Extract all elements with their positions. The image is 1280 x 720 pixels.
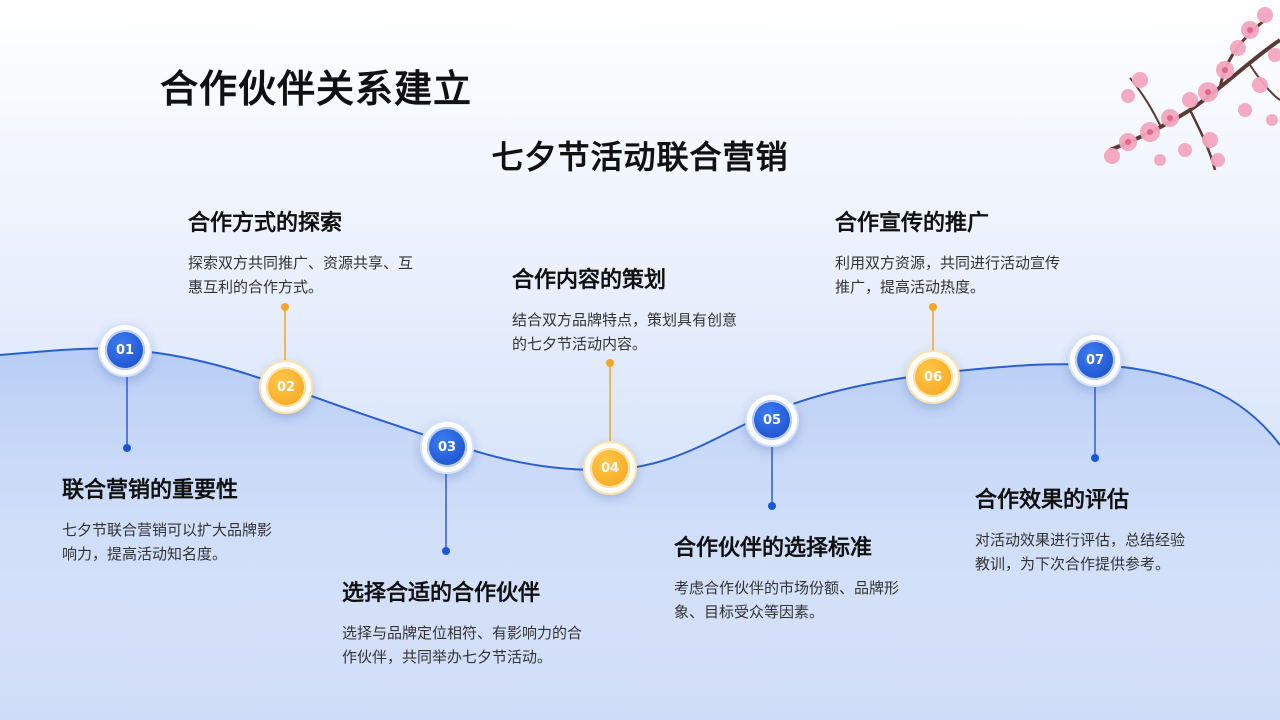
- page-title: 合作伙伴关系建立: [160, 67, 473, 111]
- connector-01: [123, 375, 131, 452]
- step-02: 合作方式的探索 探索双方共同推广、资源共享、互 惠互利的合作方式。: [188, 205, 413, 299]
- step-number-07: 07: [1075, 340, 1115, 380]
- step-number-02: 02: [266, 367, 306, 407]
- step-04: 合作内容的策划 结合双方品牌特点，策划具有创意 的七夕节活动内容。: [512, 262, 737, 356]
- step-07: 合作效果的评估 对活动效果进行评估，总结经验 教训，为下次合作提供参考。: [975, 482, 1185, 576]
- step-desc-05: 考虑合作伙伴的市场份额、品牌形 象、目标受众等因素。: [674, 579, 900, 621]
- connector-07: [1091, 385, 1099, 462]
- step-title-05: 合作伙伴的选择标准: [674, 536, 873, 561]
- step-node-03: 03: [420, 420, 474, 474]
- connector-04: [606, 359, 614, 443]
- step-node-06: 06: [906, 350, 960, 404]
- step-node-02: 02: [259, 360, 313, 414]
- step-number-04: 04: [590, 448, 630, 488]
- step-node-04: 04: [583, 441, 637, 495]
- step-03: 选择合适的合作伙伴 选择与品牌定位相符、有影响力的合 作伙伴，共同举办七夕节活动…: [342, 575, 582, 669]
- cherry-blossom-illustration: [1104, 7, 1280, 171]
- step-number-06: 06: [913, 357, 953, 397]
- step-number-01: 01: [105, 330, 145, 370]
- step-title-04: 合作内容的策划: [512, 268, 667, 293]
- step-number-03: 03: [427, 427, 467, 467]
- step-desc-04: 结合双方品牌特点，策划具有创意 的七夕节活动内容。: [512, 311, 738, 353]
- connector-06: [929, 303, 937, 352]
- step-title-06: 合作宣传的推广: [835, 211, 990, 236]
- step-desc-07: 对活动效果进行评估，总结经验 教训，为下次合作提供参考。: [975, 531, 1186, 573]
- step-number-05: 05: [752, 400, 792, 440]
- connector-02: [281, 303, 289, 362]
- connector-05: [768, 445, 776, 510]
- step-desc-01: 七夕节联合营销可以扩大品牌影 响力，提高活动知名度。: [62, 521, 273, 563]
- step-desc-06: 利用双方资源，共同进行活动宣传 推广，提高活动热度。: [835, 254, 1061, 296]
- step-node-05: 05: [745, 393, 799, 447]
- step-desc-02: 探索双方共同推广、资源共享、互 惠互利的合作方式。: [188, 254, 414, 296]
- connector-03: [442, 472, 450, 555]
- step-title-03: 选择合适的合作伙伴: [342, 581, 541, 606]
- step-title-01: 联合营销的重要性: [62, 478, 239, 503]
- step-desc-03: 选择与品牌定位相符、有影响力的合 作伙伴，共同举办七夕节活动。: [342, 624, 583, 666]
- step-title-02: 合作方式的探索: [188, 211, 343, 236]
- page-subtitle: 七夕节活动联合营销: [491, 138, 789, 176]
- step-title-07: 合作效果的评估: [975, 488, 1130, 513]
- step-05: 合作伙伴的选择标准 考虑合作伙伴的市场份额、品牌形 象、目标受众等因素。: [674, 530, 899, 624]
- step-node-07: 07: [1068, 333, 1122, 387]
- step-06: 合作宣传的推广 利用双方资源，共同进行活动宣传 推广，提高活动热度。: [835, 205, 1060, 299]
- step-01: 联合营销的重要性 七夕节联合营销可以扩大品牌影 响力，提高活动知名度。: [62, 472, 272, 566]
- step-node-01: 01: [98, 323, 152, 377]
